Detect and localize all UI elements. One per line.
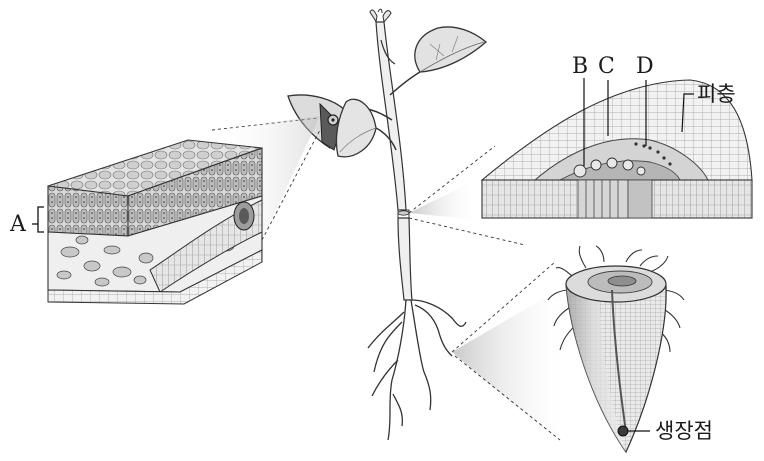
label-cortex: 피층 <box>697 84 736 105</box>
label-c: C <box>598 56 615 78</box>
label-b: B <box>572 56 588 78</box>
plant <box>288 9 486 440</box>
label-d: D <box>636 56 654 78</box>
root-tip-section <box>452 246 684 452</box>
leaf-cross-section <box>32 116 320 304</box>
label-growing-point: 생장점 <box>655 421 713 442</box>
label-a: A <box>10 214 26 236</box>
